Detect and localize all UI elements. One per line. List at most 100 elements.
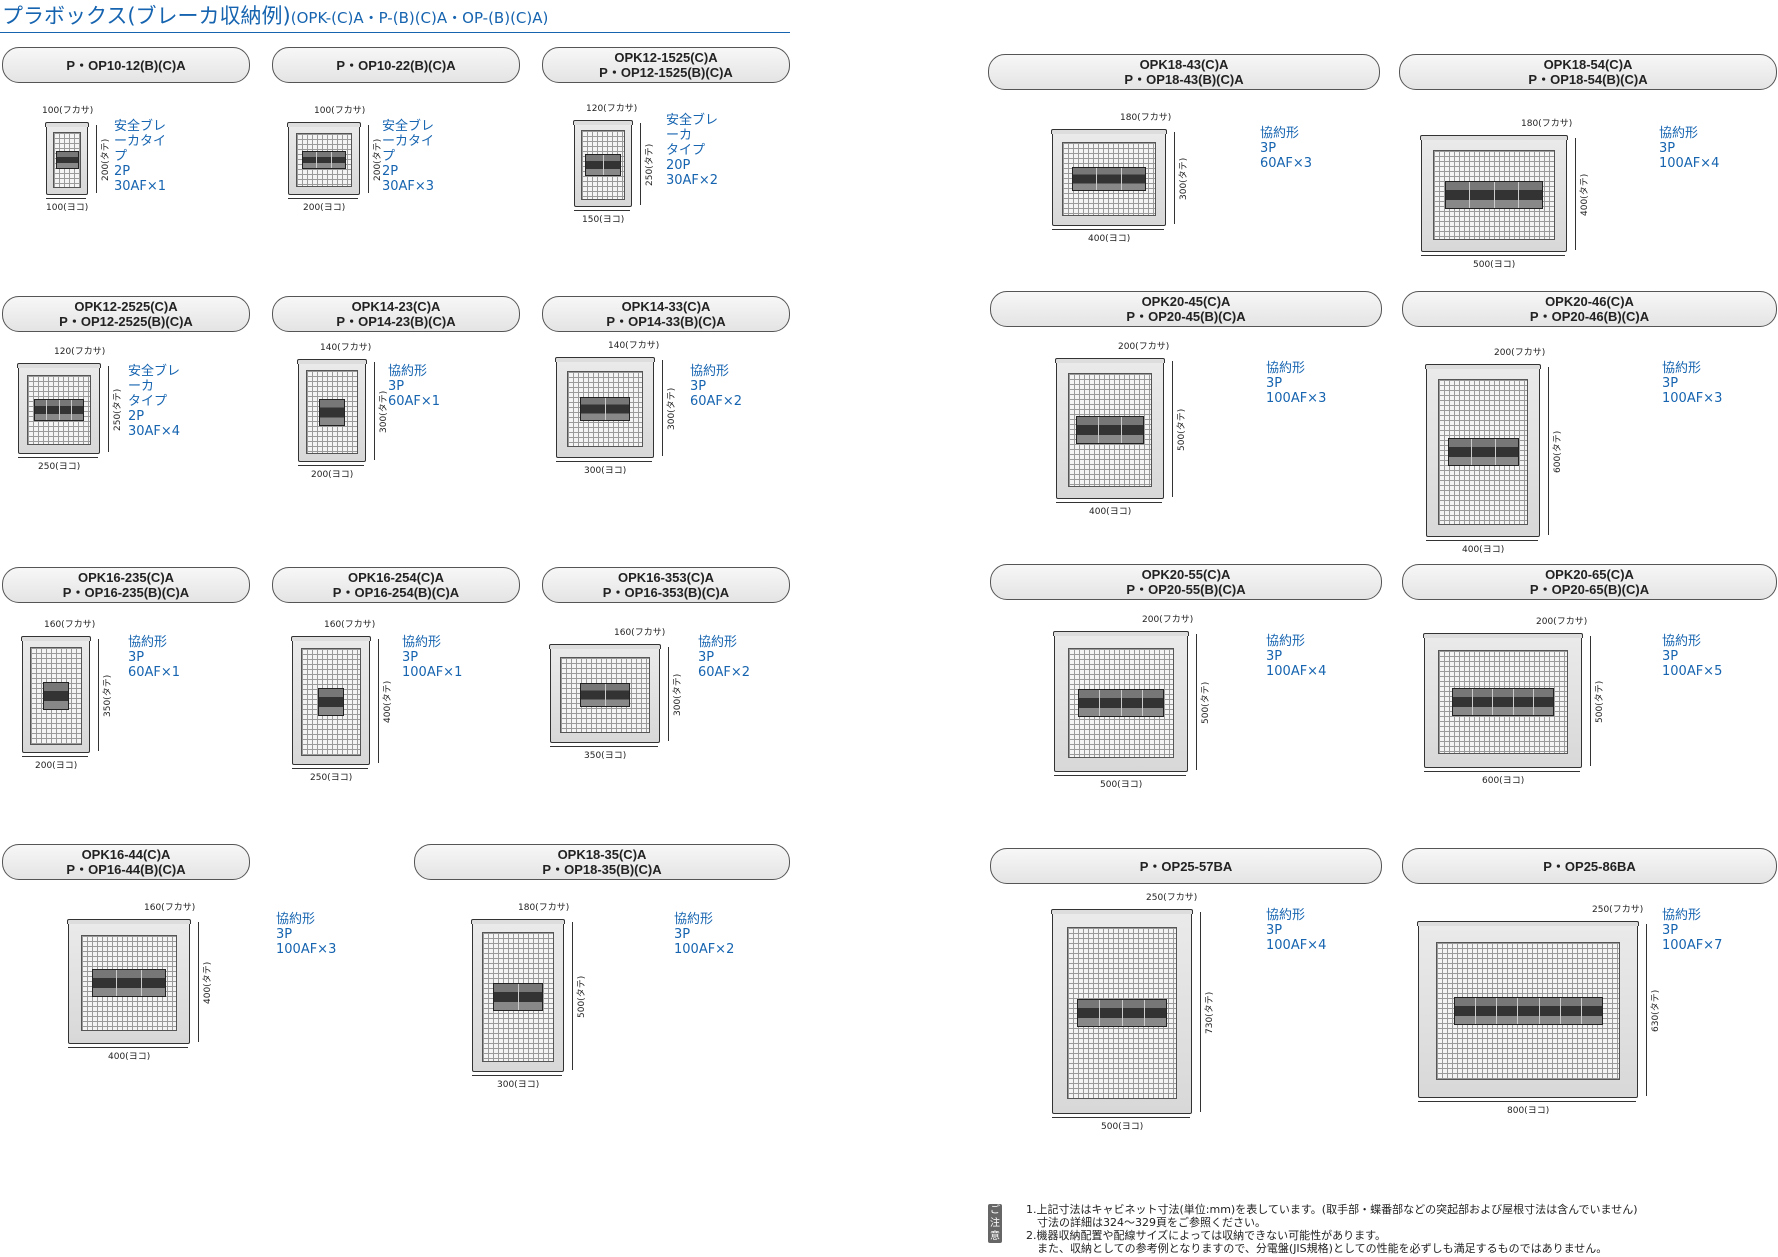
breaker-icon [1077,417,1100,443]
breaker-group [1445,181,1543,209]
height-dimension-line [640,123,641,205]
height-dimension: 400(タテ) [383,680,393,723]
breaker-spec: 協約形 3P 100AF×4 [1659,126,1720,171]
model-name-line: P・OP20-55(B)(C)A [1126,582,1246,597]
title-rule [0,32,790,33]
width-dimension: 150(ヨコ) [582,215,625,225]
cabinet-roof [1053,631,1189,636]
breaker-spec: 協約形 3P 60AF×1 [388,364,441,409]
breaker-spec: 安全ブレーカ タイプ 2P 30AF×4 [128,364,181,439]
width-dimension: 800(ヨコ) [1507,1106,1550,1116]
breaker-icon [59,400,72,420]
width-dimension-line [18,457,98,458]
height-dimension-line [98,639,99,751]
width-dimension-line [22,756,88,757]
height-dimension: 200(タテ) [101,138,111,181]
model-name-line: P・OP25-86BA [1543,858,1636,874]
breaker-icon [1494,182,1519,208]
breaker-icon [1121,417,1143,443]
width-dimension-line [556,461,652,462]
width-dimension-line [298,465,364,466]
breaker-icon [44,683,68,709]
height-dimension: 200(タテ) [373,138,383,181]
width-dimension: 200(ヨコ) [311,470,354,480]
height-dimension: 300(タテ) [667,387,677,430]
breaker-spec: 協約形 3P 100AF×4 [1266,908,1327,953]
breaker-spec: 協約形 3P 60AF×2 [690,364,743,409]
cabinet-drawing [45,122,89,195]
breaker-icon [1100,690,1122,716]
breaker-icon [1560,998,1582,1024]
width-dimension-line [68,1047,188,1048]
height-dimension-line [1590,636,1591,766]
model-name-line: P・OP12-1525(B)(C)A [599,65,733,80]
width-dimension: 250(ヨコ) [310,773,353,783]
breaker-group [1452,688,1554,716]
depth-dimension: 160(フカサ) [44,620,96,630]
model-name-line: OPK18-54(C)A [1543,57,1633,72]
breaker-icon [331,152,345,168]
width-dimension-line [1426,540,1538,541]
height-dimension-line [1174,132,1175,224]
width-dimension-line [1424,771,1580,772]
breaker-icon [1142,690,1163,716]
breaker-group [302,151,346,169]
cabinet-roof [291,636,371,641]
width-dimension-line [46,198,86,199]
height-dimension: 500(タテ) [1595,680,1605,723]
breaker-spec: 安全ブレーカタイプ 2P 30AF×3 [382,119,435,194]
breaker-spec: 協約形 3P 100AF×7 [1662,908,1723,953]
height-dimension-line [1196,634,1197,770]
breaker-spec: 協約形 3P 100AF×1 [402,635,463,680]
model-name-line: P・OP18-35(B)(C)A [542,862,662,877]
width-dimension: 100(ヨコ) [46,203,89,213]
breaker-spec: 協約形 3P 100AF×3 [1266,361,1327,406]
height-dimension: 250(タテ) [645,143,655,186]
breaker-icon [320,400,344,425]
breaker-spec: 協約形 3P 60AF×1 [128,635,181,680]
width-dimension-line [1056,502,1162,503]
cabinet-drawing [1053,631,1189,772]
breaker-icon [303,152,318,168]
model-name-line: OPK16-254(C)A [347,570,445,585]
breaker-icon [1455,998,1477,1024]
width-dimension: 200(ヨコ) [35,761,78,771]
height-dimension-line [1575,138,1576,250]
height-dimension-line [96,125,97,193]
depth-dimension: 200(フカサ) [1142,615,1194,625]
width-dimension-line [574,210,630,211]
breaker-group [92,969,166,997]
height-dimension-line [1172,361,1173,497]
cabinet-roof [555,357,655,362]
cabinet-drawing [1051,129,1167,226]
depth-dimension: 200(フカサ) [1536,617,1588,627]
height-dimension-line [378,639,379,763]
breaker-group [1454,997,1603,1025]
cabinet-roof [1051,909,1193,914]
height-dimension: 400(タテ) [1580,173,1590,216]
breaker-group [34,399,84,421]
breaker-icon [1446,182,1471,208]
height-dimension: 250(タテ) [113,388,123,431]
cabinet-roof [67,919,191,924]
depth-dimension: 250(フカサ) [1146,893,1198,903]
cabinet-roof [471,919,565,924]
height-dimension: 300(タテ) [1179,157,1189,200]
cabinet-drawing [297,359,367,462]
breaker-icon [319,689,343,715]
breaker-icon [71,400,83,420]
width-dimension: 250(ヨコ) [38,462,81,472]
breaker-icon [1121,168,1145,190]
height-dimension: 400(タテ) [203,961,213,1004]
breaker-icon [603,155,620,175]
breaker-icon [494,984,519,1010]
model-name-line: P・OP16-44(B)(C)A [66,862,186,877]
model-name-line: OPK14-33(C)A [621,299,711,314]
model-name-line: OPK16-353(C)A [617,570,715,585]
depth-dimension: 160(フカサ) [144,903,196,913]
breaker-group [493,983,543,1011]
